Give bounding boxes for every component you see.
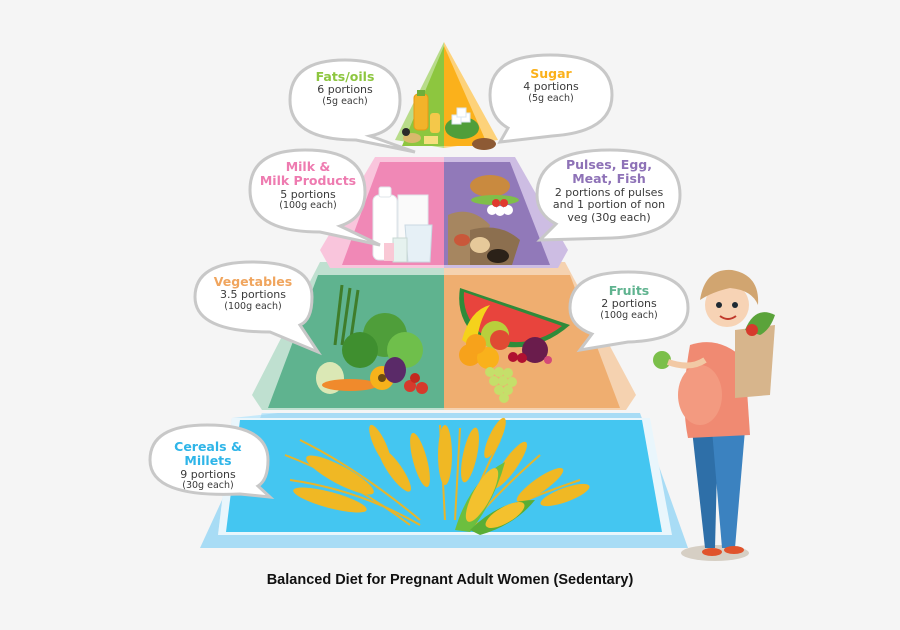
milk-serving: (100g each)	[279, 200, 337, 212]
pulses-portions-line1: 2 portions of pulses	[554, 185, 664, 199]
tier-cereals	[200, 413, 688, 548]
milk-title-line2: Milk Products	[259, 173, 357, 189]
diagram-caption: Balanced Diet for Pregnant Adult Women (…	[266, 572, 634, 588]
cereals-portions: 9 portions	[180, 467, 236, 481]
fats-serving: (5g each)	[322, 96, 368, 108]
bubble-shapes	[148, 53, 690, 499]
fruits-portions: 2 portions	[601, 297, 657, 311]
sugar-title: Sugar	[530, 66, 572, 81]
tier-fats-sugar	[395, 42, 498, 150]
pulses-portions-line3: veg (30g each)	[567, 211, 651, 225]
bubble-fruits: Fruits 2 portions (100g each)	[574, 283, 684, 322]
oil-butter-icon	[402, 90, 440, 144]
pulses-title-line1: Pulses, Egg,	[566, 157, 652, 172]
pulses-portions-line2: and 1 portion of non	[552, 198, 666, 212]
bubble-fats-oils: Fats/oils 6 portions (5g each)	[292, 69, 398, 108]
fats-title: Fats/oils	[315, 69, 375, 84]
vegetables-title: Vegetables	[213, 274, 293, 289]
vegetables-icon	[316, 284, 428, 394]
bubble-vegetables: Vegetables 3.5 portions (100g each)	[198, 274, 308, 313]
bubble-sugar: Sugar 4 portions (5g each)	[496, 66, 606, 105]
fruits-icon	[459, 288, 570, 403]
vegetables-portions: 3.5 portions	[219, 288, 287, 302]
bubble-pulses-egg-meat-fish: Pulses, Egg, Meat, Fish 2 portions of pu…	[540, 157, 678, 225]
fruits-title: Fruits	[608, 283, 650, 298]
fruits-serving: (100g each)	[600, 310, 658, 322]
milk-title-line1: Milk &	[285, 159, 331, 174]
bubble-milk-products: Milk & Milk Products 5 portions (100g ea…	[252, 159, 364, 212]
vegetables-serving: (100g each)	[224, 301, 282, 313]
fats-portions: 6 portions	[317, 83, 373, 97]
pregnant-woman-illustration	[653, 269, 775, 561]
pulses-title-line2: Meat, Fish	[572, 171, 646, 187]
milk-portions: 5 portions	[280, 187, 336, 201]
wheat-corn-icon	[284, 417, 590, 535]
cereals-title: Cereals & Millets	[174, 439, 242, 469]
sugar-serving: (5g each)	[528, 93, 574, 105]
cereals-serving: (30g each)	[182, 480, 234, 492]
pulses-egg-meat-icon	[448, 175, 520, 265]
milk-products-icon	[372, 186, 433, 263]
bubble-cereals-millets: Cereals & Millets 9 portions (30g each)	[150, 439, 266, 492]
sugar-portions: 4 portions	[523, 80, 579, 94]
sugar-cubes-icon	[445, 107, 496, 150]
